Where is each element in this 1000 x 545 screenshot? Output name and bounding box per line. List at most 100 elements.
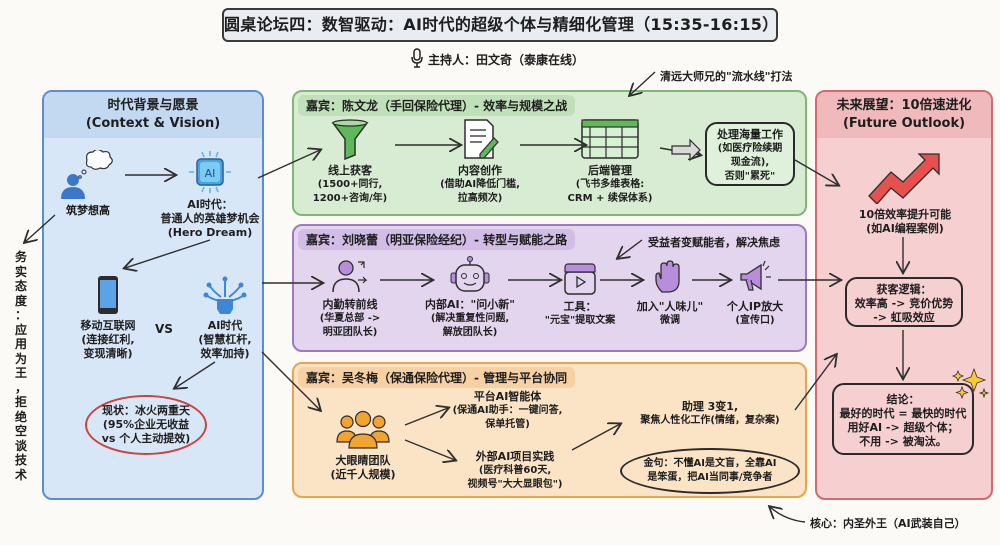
host-text: 主持人：田文奇（泰康在线）	[428, 53, 585, 67]
sparkle-icon	[951, 367, 990, 400]
arrow-core-to-orange	[770, 507, 806, 523]
team-node: 大眼睛团队 (近千人规模)	[318, 410, 408, 482]
human-touch-line2: 微调	[660, 315, 680, 326]
status-line2: (95%企业无收益	[102, 418, 190, 431]
liu-band-header: 嘉宾：刘晓蕾（明亚保险经纪）- 转型与赋能之路	[298, 229, 576, 250]
personal-ip-line2: (宣传口)	[735, 315, 775, 326]
team-icon	[336, 410, 390, 449]
page-title: 圆桌论坛四：数智驱动：AI时代的超级个体与精细化管理（15:35-16:15）	[222, 8, 778, 42]
tool-yuanbao-node: 工具： "元宝"提取文案	[540, 262, 620, 328]
massive-work-line4: 否则"累死"	[724, 171, 776, 182]
internal-ai-line1: 内部AI："问小新"	[424, 298, 516, 311]
growth-node: 10倍效率提升可能 (如AI编程案例)	[825, 148, 985, 236]
spreadsheet-icon	[581, 119, 639, 159]
smartphone-icon	[98, 276, 118, 314]
mobile-line1: 移动互联网	[80, 319, 136, 332]
content-creation-line2: (借助AI降低门槛,	[440, 179, 520, 190]
platform-ai-line1: 平台AI智能体	[473, 390, 542, 403]
human-touch-node: 加入"人味儿" 微调	[630, 260, 710, 328]
conclusion-line2: 最好的时代 = 最快的时代	[839, 407, 967, 420]
external-ai-line2: (医疗科普60天,	[478, 465, 552, 476]
assistant-node: 助理 3变1, 聚焦人性化工作(情绪，复杂案)	[620, 400, 800, 428]
online-acquisition-line3: 1200+咨询/年)	[312, 193, 388, 204]
platform-ai-node: 平台AI智能体 (保通AI助手：一键问答, 保单托管)	[445, 390, 570, 432]
content-creation-line3: 拉高频次)	[457, 193, 503, 204]
conclusion-line4: 不用 -> 被淘汰。	[859, 435, 947, 448]
liu-xiaolei-band: 嘉宾：刘晓蕾（明亚保险经纪）- 转型与赋能之路	[292, 224, 807, 352]
mobile-line2: (连接红利,	[81, 333, 135, 346]
team-line1: 大眼睛团队	[335, 454, 391, 467]
context-panel-subtitle: (Context & Vision)	[85, 116, 221, 131]
conclusion-line1: 结论：	[886, 393, 920, 406]
backend-line1: 后端管理	[588, 164, 632, 177]
ai-era-line3: (Hero Dream)	[167, 226, 253, 239]
future-panel-subtitle: (Future Outlook)	[842, 116, 966, 131]
vs-label: VS	[155, 322, 173, 336]
back-office-line3: 明亚团队长)	[322, 327, 378, 338]
microphone-icon	[410, 48, 424, 71]
tool-line2: "元宝"提取文案	[544, 315, 616, 326]
context-panel-header: 时代背景与愿景 (Context & Vision)	[44, 92, 262, 138]
massive-work-line2: (如医疗险续期	[717, 143, 783, 154]
platform-ai-line2: (保通AI助手：一键问答,	[452, 405, 563, 416]
dreamer-label: 筑梦想高	[66, 204, 110, 217]
video-clapper-icon	[564, 263, 596, 295]
conclusion-box: 结论： 最好的时代 = 最快的时代 用好AI -> 超级个体； 不用 -> 被淘…	[832, 383, 974, 455]
internal-ai-node: 内部AI："问小新" (解决重复性问题, 解放团队长)	[420, 256, 520, 340]
backend-line2: (飞书多维表格:	[575, 179, 645, 190]
logic-line1: 获客逻辑：	[876, 283, 932, 296]
assistant-line2: 聚焦人性化工作(情绪，复杂案)	[640, 415, 780, 426]
team-line2: (近千人规模)	[330, 468, 396, 481]
external-ai-line1: 外部AI项目实践	[475, 450, 555, 463]
logic-line3: -> 虹吸效应	[873, 311, 935, 324]
beneficiary-note: 受益者变赋能者，解决焦虑	[648, 236, 780, 249]
conclusion-line3: 用好AI -> 超级个体；	[847, 421, 959, 434]
side-note: 务实态度：应用为王，拒绝空谈技术	[14, 250, 27, 482]
mobile-internet-node: 移动互联网 (连接红利, 变现清晰)	[68, 275, 148, 361]
platform-ai-line3: 保单托管)	[485, 419, 530, 430]
ai-network-icon	[203, 276, 247, 314]
dreamer-node: 筑梦想高	[58, 148, 118, 218]
quote-line2: 是笨蛋，把AI当同事/竞争者	[647, 472, 773, 483]
svg-text:AI: AI	[205, 167, 216, 180]
megaphone-icon	[740, 260, 771, 291]
document-edit-icon	[464, 119, 499, 159]
personal-ip-line1: 个人IP放大	[726, 300, 784, 313]
chen-band-header: 嘉宾：陈文龙（手回保险代理）- 效率与规模之战	[298, 95, 576, 116]
growth-line2: (如AI编程案例)	[866, 222, 944, 235]
online-acquisition-node: 线上获客 (1500+同行, 1200+咨询/年)	[300, 118, 400, 206]
external-ai-line3: 视频号"大大显眼包")	[467, 479, 563, 490]
growth-line1: 10倍效率提升可能	[858, 208, 952, 221]
core-note: 核心：内圣外王（AI武装自己）	[810, 517, 966, 530]
ai-chip-icon: AI	[189, 151, 231, 193]
trend-up-arrow-icon	[868, 153, 940, 205]
ai-era-line1: AI时代：	[187, 198, 233, 211]
back-office-to-front-node: 内勤转前线 (华夏总部 -> 明亚团队长)	[310, 258, 390, 340]
content-creation-node: 内容创作 (借助AI降低门槛, 拉高频次)	[425, 118, 535, 206]
tool-line1: 工具：	[563, 300, 597, 313]
personal-ip-node: 个人IP放大 (宣传口)	[715, 260, 795, 328]
back-office-line2: (华夏总部 ->	[319, 313, 381, 324]
massive-work-line1: 处理海量工作	[717, 128, 783, 141]
quote-line1: 金句：不懂AI是文盲，全靠AI	[643, 458, 777, 469]
internal-ai-line3: 解放团队长)	[442, 327, 498, 338]
assistant-line1: 助理 3变1,	[681, 400, 739, 413]
ai-lever-node: AI时代 (智慧杠杆, 效率加持)	[185, 275, 265, 361]
context-panel-title: 时代背景与愿景	[107, 98, 199, 113]
internal-ai-line2: (解决重复性问题,	[430, 313, 510, 324]
online-acquisition-line2: (1500+同行,	[317, 179, 383, 190]
person-switch-icon	[332, 260, 368, 293]
massive-work-line3: 现金流),	[730, 157, 770, 168]
backend-management-node: 后端管理 (飞书多维表格: CRM + 续保体系)	[555, 118, 665, 206]
host-line: 主持人：田文奇（泰康在线）	[410, 48, 584, 71]
robot-icon	[450, 256, 490, 292]
acquisition-logic-box: 获客逻辑： 效率高 -> 竞价优势 -> 虹吸效应	[845, 277, 963, 327]
wu-band-header: 嘉宾：吴冬梅（保通保险代理）- 管理与平台协同	[298, 367, 576, 388]
chen-wenlong-band: 嘉宾：陈文龙（手回保险代理）- 效率与规模之战	[292, 90, 807, 216]
content-creation-line1: 内容创作	[458, 164, 502, 177]
online-acquisition-line1: 线上获客	[328, 164, 372, 177]
status-line3: vs 个人主动提效)	[101, 432, 191, 445]
backend-line3: CRM + 续保体系)	[567, 193, 653, 204]
back-office-line1: 内勤转前线	[322, 298, 378, 311]
external-ai-node: 外部AI项目实践 (医疗科普60天, 视频号"大大显眼包")	[455, 450, 575, 492]
